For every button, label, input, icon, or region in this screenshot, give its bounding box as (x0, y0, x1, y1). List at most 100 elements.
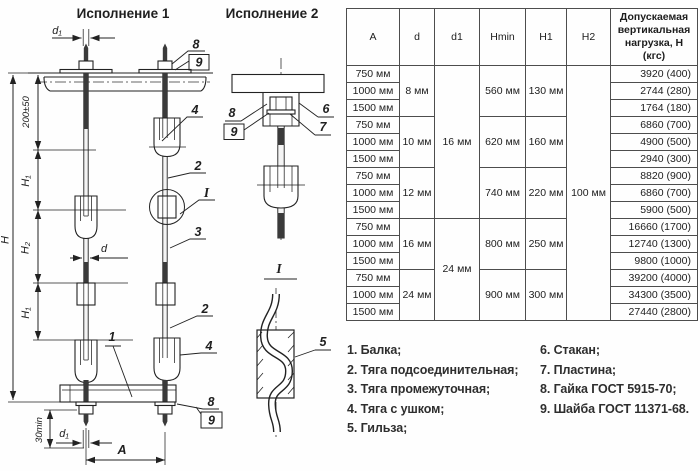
v2-eye-link (257, 165, 305, 209)
right-rod-eye-link-lower (153, 337, 181, 382)
cell-load: 2744 (280) (610, 82, 698, 100)
header-Hmin: Hmin (479, 8, 526, 66)
right-rod-coupler-detail (157, 195, 177, 219)
header-d: d (399, 8, 435, 66)
callout-leaders-v1 (105, 50, 223, 429)
dim-label-d: d (101, 243, 108, 255)
dim-label-H: H (0, 236, 12, 244)
cell-a: 750 мм (346, 218, 400, 236)
cell-load: 3920 (400) (610, 65, 698, 83)
cell-hmin: 740 мм (479, 167, 526, 219)
cell-a: 750 мм (346, 65, 400, 83)
callout-2-lower: 2 (201, 302, 209, 316)
cell-hmin: 900 мм (479, 269, 526, 321)
cell-a: 1500 мм (346, 252, 400, 270)
left-rod-eye-link-upper (74, 195, 98, 240)
cell-a: 1000 мм (346, 133, 400, 151)
dimension-lines (9, 34, 165, 464)
dimensions-table: A d d1 Hmin H1 H2 Допускаемая вертикальн… (346, 8, 698, 321)
callout-8-bottom: 8 (208, 395, 215, 409)
callout-8-top: 8 (193, 38, 200, 52)
legend-item: 9. Шайба ГОСТ 11371-68. (540, 401, 690, 416)
callout-9-bottom: 9 (208, 414, 215, 428)
cell-h1: 250 мм (525, 218, 567, 270)
callout-9-top: 9 (196, 56, 203, 70)
extension-lines (8, 29, 166, 465)
cell-a: 750 мм (346, 269, 400, 287)
cell-d: 8 мм (399, 65, 435, 117)
callout-1: 1 (109, 330, 116, 344)
callout-9-v2: 9 (231, 125, 238, 139)
callout-2-upper: 2 (194, 159, 202, 173)
table-row: 1000 мм 12740 (1300) (346, 235, 698, 253)
cell-load: 8820 (900) (610, 167, 698, 185)
callout-5: 5 (320, 335, 328, 349)
callout-3: 3 (195, 225, 202, 239)
cell-a: 1500 мм (346, 303, 400, 321)
cell-load: 6860 (700) (610, 184, 698, 202)
legend-item: 4. Тяга с ушком; (347, 401, 445, 416)
callout-8-v2: 8 (229, 106, 236, 120)
cell-hmin: 560 мм (479, 65, 526, 117)
legend-item: 2. Тяга подсоединительная; (347, 362, 519, 377)
legend-item: 6. Стакан; (540, 343, 600, 357)
cell-d: 10 мм (399, 116, 435, 168)
cell-a: 1000 мм (346, 235, 400, 253)
dim-label-d1-bottom: d₁ (59, 428, 69, 440)
cell-hmin: 620 мм (479, 116, 526, 168)
cell-load: 2940 (300) (610, 150, 698, 168)
callout-7: 7 (320, 120, 328, 134)
callout-5-leader (294, 349, 331, 358)
cell-d: 24 мм (399, 269, 435, 321)
v2-cup-assembly (262, 91, 300, 127)
header-H2: H2 (566, 8, 611, 66)
dimensions-table-wrap: A d d1 Hmin H1 H2 Допускаемая вертикальн… (346, 8, 698, 321)
detail-I-label: I (275, 261, 282, 276)
dim-label-d1-top: d₁ (52, 25, 62, 37)
version1-drawing: H 200±50 H₁ H₂ H₁ 30min d₁ d d₁ A 8 9 4 … (0, 25, 223, 465)
header-H1: H1 (525, 8, 567, 66)
bent-rod (259, 293, 294, 433)
table-row: 750 мм 8 мм 16 мм 560 мм 130 мм 100 мм 3… (346, 65, 698, 321)
drawing-title-version2: Исполнение 2 (226, 6, 319, 21)
dim-label-H2: H₂ (20, 241, 32, 254)
drawing-title-version1: Исполнение 1 (77, 6, 170, 21)
header-A: A (346, 8, 400, 66)
table-row: 1500 мм 1764 (180) (346, 99, 698, 117)
table-row: 1000 мм 6860 (700) (346, 184, 698, 202)
cell-h1: 300 мм (525, 269, 567, 321)
legend-column-2: 6. Стакан; 7. Пластина; 8. Гайка ГОСТ 59… (540, 341, 689, 439)
cell-d: 16 мм (399, 218, 435, 270)
table-row: 750 мм 12 мм 740 мм 220 мм 8820 (900) (346, 167, 698, 219)
legend-item: 3. Тяга промежуточная; (347, 382, 491, 396)
version2-drawing: 8 9 6 7 (223, 58, 334, 240)
table-row: 1000 мм 4900 (500) (346, 133, 698, 151)
right-rod (138, 43, 192, 403)
cell-load: 6860 (700) (610, 116, 698, 134)
cell-load: 5900 (500) (610, 201, 698, 219)
left-rod-bottom-fasteners (75, 401, 97, 427)
callout-box-9-bottom (200, 411, 223, 429)
header-load: Допускаемая вертикальная нагрузка, Н (кг… (610, 8, 698, 66)
header-d1: d1 (434, 8, 480, 66)
legend-item: 5. Гильза; (347, 421, 408, 435)
callout-6: 6 (323, 102, 331, 116)
cell-a: 750 мм (346, 167, 400, 185)
callout-box-9-top (188, 54, 210, 71)
table-header-row: A d d1 Hmin H1 H2 Допускаемая вертикальн… (346, 8, 698, 66)
legend-item: 8. Гайка ГОСТ 5915-70; (540, 382, 677, 396)
callout-4-upper: 4 (191, 103, 199, 117)
detail-view-circle (149, 189, 185, 225)
cell-load: 1764 (180) (610, 99, 698, 117)
right-rod-bottom-fasteners (154, 401, 176, 427)
cell-d1: 16 мм (434, 65, 480, 219)
cell-a: 1500 мм (346, 201, 400, 219)
legend-item: 7. Пластина; (540, 362, 616, 377)
table-row: 750 мм 10 мм 620 мм 160 мм 6860 (700) (346, 116, 698, 168)
cell-a: 1500 мм (346, 99, 400, 117)
callout-leaders-v2 (223, 102, 334, 140)
detail-view-I: I 5 (256, 261, 331, 437)
sleeve-hatching (256, 331, 295, 395)
callout-4-lower: 4 (205, 339, 213, 353)
